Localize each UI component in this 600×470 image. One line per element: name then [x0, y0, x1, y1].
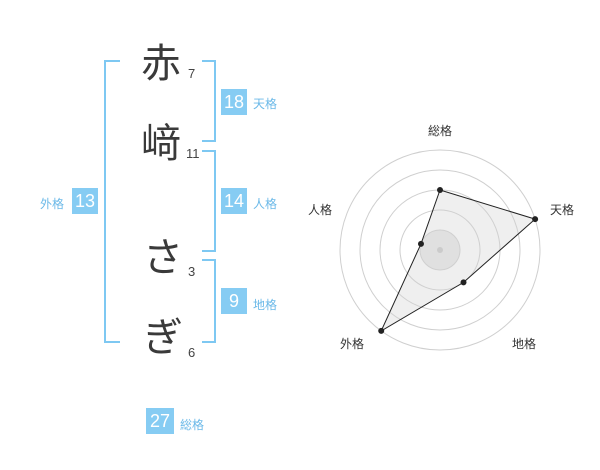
radar-label-jinkaku: 人格: [308, 203, 333, 217]
radar-ring-5: [339, 149, 541, 351]
radar-ring-2: [399, 209, 481, 291]
radar-label-chikaku: 地格: [512, 337, 537, 351]
soukaku-value: 27: [146, 408, 174, 434]
radar-ring-4: [359, 169, 521, 331]
radar-point-2: [532, 216, 539, 223]
gaikaku-label: 外格: [40, 197, 65, 211]
stroke-count-3: 3: [188, 264, 196, 279]
radar-label-soukaku: 総格: [428, 124, 453, 138]
radar-center: [437, 247, 443, 253]
chikaku-value: 9: [221, 288, 247, 314]
gaikaku-value: 13: [72, 188, 98, 214]
chikaku-bracket: [202, 259, 216, 343]
tenkaku-label: 天格: [253, 97, 278, 111]
name-char-3: さ: [143, 235, 183, 281]
soukaku-label: 総格: [180, 418, 205, 432]
radar-point-5: [417, 240, 424, 247]
stroke-count-4: 6: [188, 345, 196, 360]
jinkaku-value: 14: [221, 188, 247, 214]
name-char-1: 赤: [141, 41, 181, 87]
radar-label-tenkaku: 天格: [550, 203, 575, 217]
radar-polygon: [380, 189, 537, 333]
jinkaku-label: 人格: [253, 197, 278, 211]
gaikaku-bracket: [104, 60, 120, 343]
tenkaku-bracket: [202, 60, 216, 142]
name-char-2: 﨑: [141, 121, 181, 167]
radar-point-4: [378, 327, 385, 334]
radar-point-1: [437, 187, 443, 193]
radar-label-gaikaku: 外格: [340, 337, 365, 351]
stroke-count-2: 11: [186, 146, 200, 161]
name-char-4: ぎ: [143, 315, 183, 361]
stroke-count-1: 7: [188, 66, 196, 81]
radar-point-3: [460, 279, 467, 286]
chikaku-label: 地格: [253, 298, 278, 312]
jinkaku-bracket: [202, 150, 216, 252]
tenkaku-value: 18: [221, 89, 247, 115]
